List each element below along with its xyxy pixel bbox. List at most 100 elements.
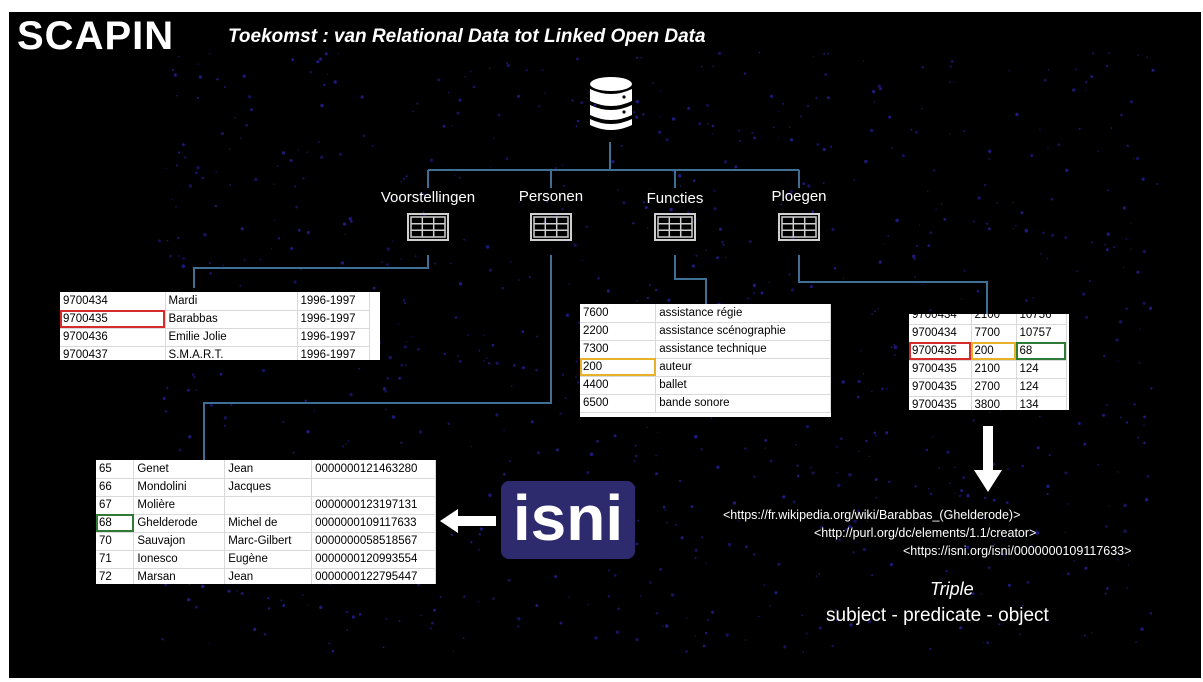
network-dot [348, 217, 352, 221]
cell-isni [311, 478, 436, 497]
network-dot [648, 284, 651, 286]
network-dot [196, 96, 199, 99]
network-dot [862, 547, 867, 552]
network-dot [178, 448, 182, 452]
network-dot [1083, 634, 1086, 637]
network-dot [328, 642, 331, 645]
network-dot [706, 104, 709, 107]
cell-isni: 0000000121463280 [311, 460, 436, 479]
network-dot [561, 207, 564, 211]
network-dot [895, 218, 899, 223]
network-dot [744, 639, 747, 641]
network-dot [518, 201, 521, 204]
network-dot [505, 157, 509, 160]
network-dot [617, 189, 619, 191]
network-dot [700, 448, 703, 451]
network-dot [691, 264, 695, 268]
network-dot [636, 300, 638, 302]
network-dot [490, 166, 492, 168]
network-dot [1008, 70, 1010, 72]
network-dot [664, 508, 667, 511]
network-dot [242, 74, 246, 78]
network-dot [1042, 231, 1045, 235]
network-dot [1097, 463, 1099, 466]
network-dot [938, 467, 940, 469]
network-dot [575, 360, 578, 363]
network-dot [1123, 503, 1127, 508]
cell-firstname: Jean [224, 568, 313, 584]
network-dot [929, 492, 933, 496]
network-dot [981, 517, 984, 520]
network-dot [1104, 243, 1106, 246]
network-dot [306, 151, 309, 154]
network-dot [495, 361, 499, 365]
network-dot [450, 533, 453, 536]
network-dot [713, 189, 716, 192]
network-dot [521, 330, 525, 333]
isni-logo: isni [501, 481, 635, 559]
network-dot [331, 649, 335, 653]
network-dot [342, 445, 344, 448]
network-dot [888, 115, 892, 119]
network-dot [988, 149, 992, 153]
network-dot [705, 562, 707, 564]
network-dot [253, 627, 257, 632]
network-dot [929, 309, 932, 312]
network-dot [381, 261, 384, 263]
network-dot [1012, 201, 1015, 204]
cell-firstname: Eugène [224, 550, 313, 569]
network-dot [665, 624, 669, 628]
network-dot [800, 115, 802, 118]
network-dot [200, 584, 205, 589]
network-dot [677, 174, 682, 178]
network-dot [1073, 559, 1076, 562]
network-dot [1102, 413, 1106, 417]
network-dot [1020, 211, 1024, 215]
network-dot [1116, 471, 1119, 473]
cell-lastname: Mondolini [133, 478, 226, 497]
network-dot [371, 145, 374, 147]
network-dot [1051, 233, 1055, 237]
network-dot [1136, 436, 1140, 439]
network-dot [644, 205, 648, 210]
network-dot [748, 240, 752, 244]
network-dot [224, 85, 226, 88]
network-dot [483, 360, 485, 362]
network-dot [302, 177, 305, 180]
network-dot [637, 519, 640, 522]
network-dot [486, 245, 490, 249]
network-dot [950, 60, 954, 63]
network-dot [254, 177, 258, 181]
network-dot [161, 637, 164, 641]
cell-code: 6500 [580, 394, 657, 413]
network-dot [702, 644, 706, 648]
network-dot [198, 75, 203, 79]
network-dot [694, 548, 698, 553]
network-dot [240, 227, 244, 231]
network-dot [454, 174, 456, 176]
network-dot [963, 130, 966, 133]
network-dot [345, 610, 349, 614]
network-dot [327, 73, 329, 76]
network-dot [458, 359, 462, 363]
network-dot [506, 62, 508, 64]
network-dot [836, 471, 838, 474]
network-dot [914, 276, 916, 278]
network-dot [1110, 127, 1113, 129]
network-dot [1113, 245, 1116, 249]
cell-id: 67 [96, 496, 135, 515]
network-dot [820, 525, 824, 529]
table-icon [530, 213, 572, 241]
network-dot [1015, 112, 1019, 117]
network-dot [273, 219, 276, 222]
network-dot [698, 122, 702, 126]
network-dot [1078, 127, 1081, 130]
network-dot [177, 255, 180, 257]
network-dot [573, 243, 577, 247]
network-dot [437, 78, 441, 82]
network-dot [871, 574, 874, 577]
network-dot [972, 419, 975, 422]
network-dot [831, 227, 835, 232]
